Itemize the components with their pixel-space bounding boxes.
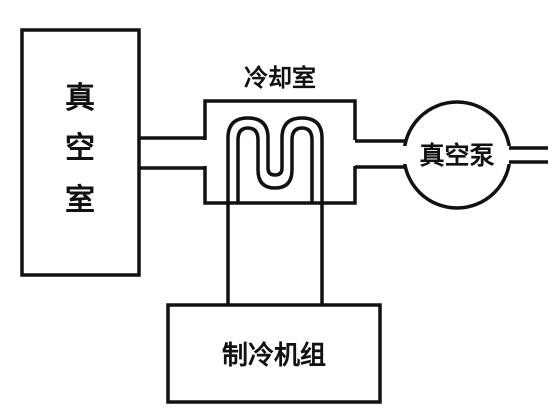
refrigeration-unit-label: 制冷机组 bbox=[222, 340, 326, 371]
cooling-coil-inner bbox=[236, 126, 314, 203]
cooling-chamber-label: 冷却室 bbox=[244, 64, 316, 92]
vacuum-chamber-label-3: 室 bbox=[65, 183, 95, 218]
vacuum-chamber-box bbox=[20, 28, 141, 277]
refrigeration-unit-box bbox=[166, 303, 382, 404]
vacuum-chamber-label-1: 真 bbox=[65, 81, 95, 116]
vacuum-pump-label: 真空泵 bbox=[419, 141, 494, 170]
cooling-coil-outer bbox=[226, 116, 324, 203]
vacuum-chamber-label-2: 空 bbox=[65, 131, 95, 166]
